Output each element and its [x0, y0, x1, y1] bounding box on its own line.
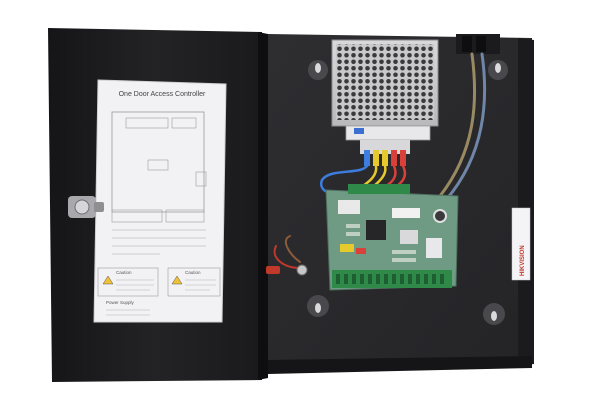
- power-supply-unit: [331, 39, 439, 141]
- mains-terminal: [456, 34, 500, 54]
- mounting-holes: [307, 60, 508, 325]
- controller-board: [325, 184, 459, 291]
- brand-sticker: HIKVISION: [511, 207, 531, 281]
- wiring-diagram-label: One Door Access Controller Caution Cauti…: [93, 79, 227, 323]
- door-latch: [68, 196, 104, 218]
- label-title: One Door Access Controller: [119, 91, 206, 98]
- brand-sticker-text: HIKVISION: [520, 245, 526, 276]
- psu-terminals: [360, 140, 410, 166]
- wire-connectors: [266, 264, 308, 276]
- caution-left-text: Caution: [116, 270, 132, 275]
- power-supply-text: Power Supply: [106, 300, 135, 305]
- caution-right-text: Caution: [185, 270, 201, 275]
